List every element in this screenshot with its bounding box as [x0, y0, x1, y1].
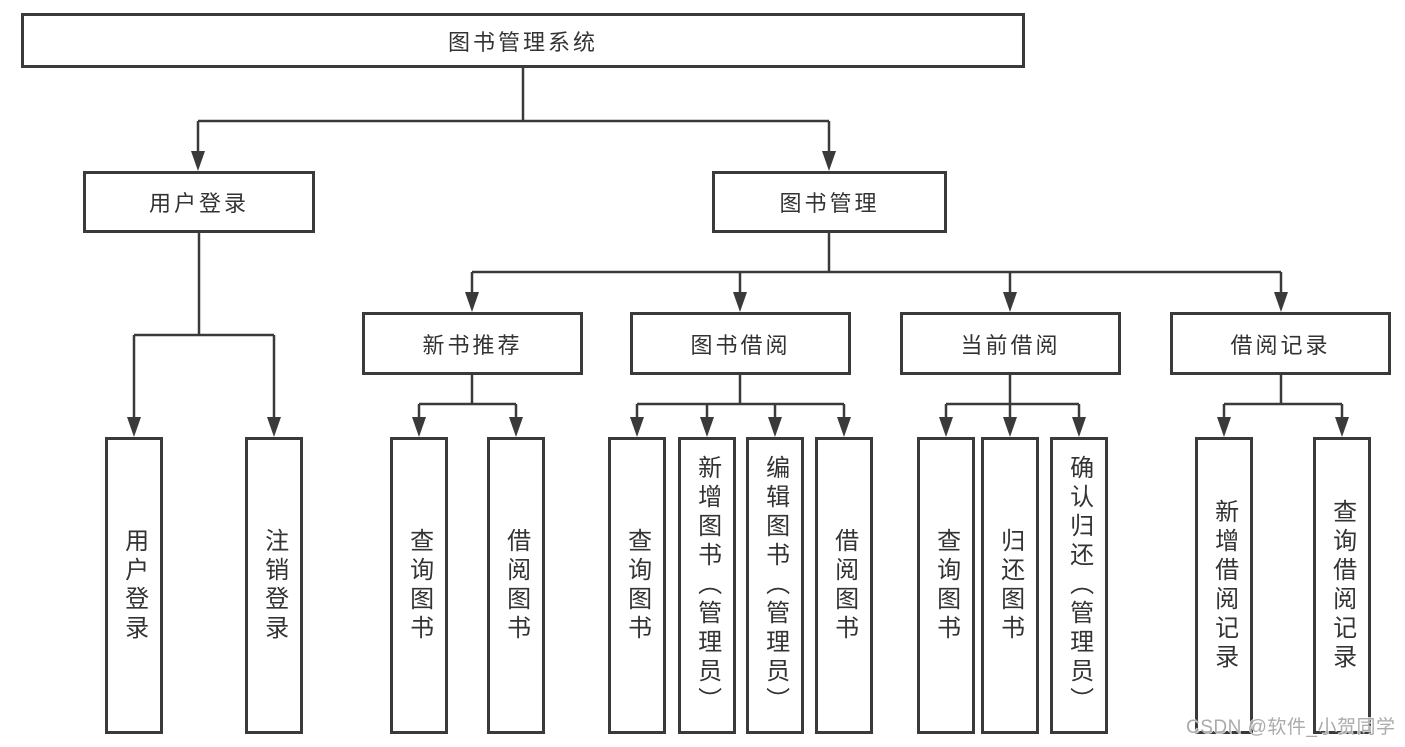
leaf-edit-book-admin: 编辑图书（管理员） — [746, 437, 804, 734]
leaf-query-books-1: 查询图书 — [390, 437, 448, 734]
connector-new-book — [417, 375, 518, 420]
leaf-query-borrow-record: 查询借阅记录 — [1313, 437, 1371, 734]
leaf-query-books-3: 查询图书 — [917, 437, 975, 734]
connector-user-login — [132, 233, 276, 420]
leaf-query-books-2: 查询图书 — [608, 437, 666, 734]
connector-book-management — [470, 233, 1283, 295]
node-book-borrow: 图书借阅 — [630, 312, 851, 375]
connector-book-borrow — [635, 375, 846, 420]
leaf-user-login: 用户登录 — [105, 437, 163, 734]
node-library-management-system: 图书管理系统 — [21, 13, 1025, 68]
leaf-return-book: 归还图书 — [981, 437, 1039, 734]
leaf-borrow-book-1: 借阅图书 — [487, 437, 545, 734]
node-current-borrow: 当前借阅 — [900, 312, 1121, 375]
node-borrow-records: 借阅记录 — [1170, 312, 1391, 375]
leaf-confirm-return-admin: 确认归还（管理员） — [1050, 437, 1108, 734]
node-new-book-recommend: 新书推荐 — [362, 312, 583, 375]
leaf-borrow-book-2: 借阅图书 — [815, 437, 873, 734]
csdn-watermark: CSDN @软件_小贺同学 — [1186, 717, 1396, 738]
leaf-logout-login: 注销登录 — [245, 437, 303, 734]
leaf-add-book-admin: 新增图书（管理员） — [678, 437, 736, 734]
node-user-login: 用户登录 — [83, 171, 315, 233]
connector-root — [196, 68, 831, 154]
connector-borrow-records — [1222, 375, 1344, 420]
connector-current-borrow — [944, 375, 1081, 420]
leaf-add-borrow-record: 新增借阅记录 — [1195, 437, 1253, 734]
node-book-management: 图书管理 — [712, 171, 947, 233]
